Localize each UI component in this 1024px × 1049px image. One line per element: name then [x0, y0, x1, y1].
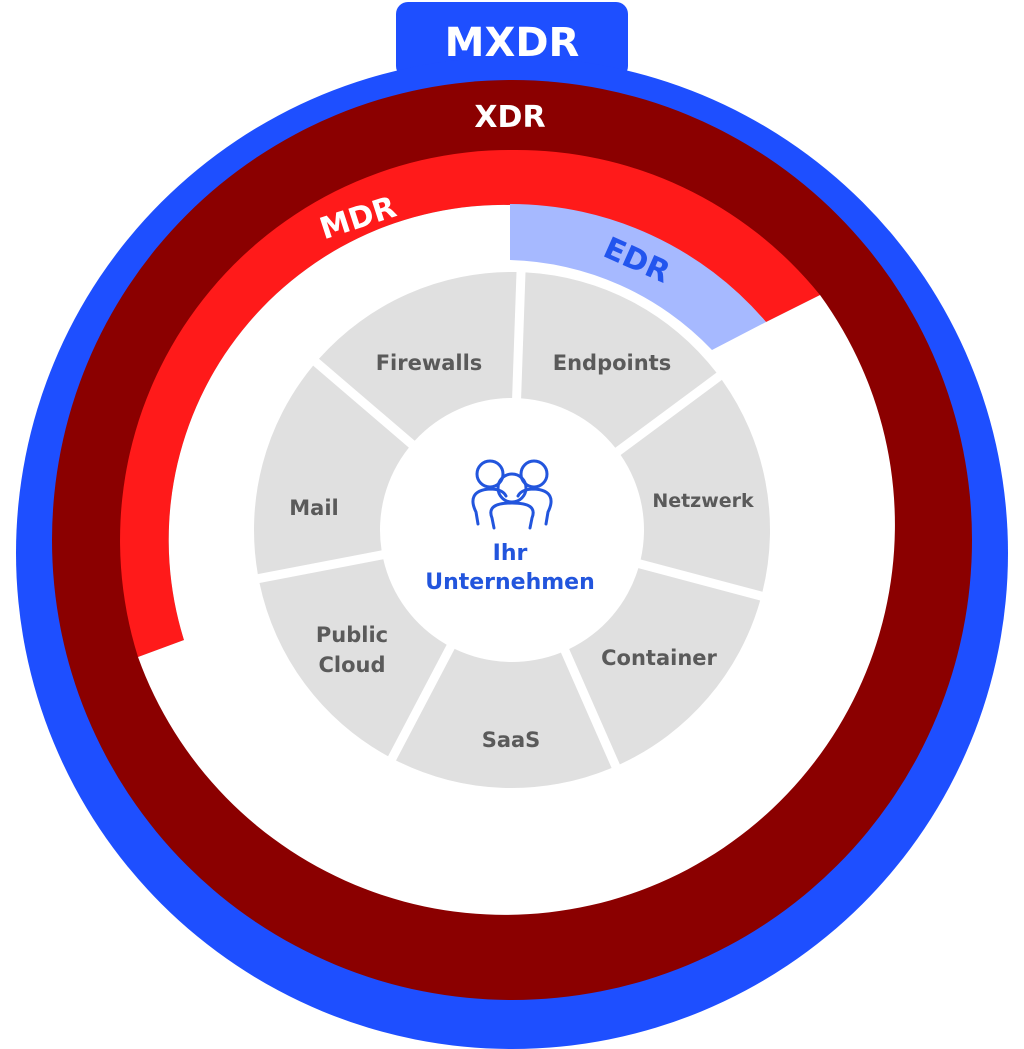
segment-firewalls [318, 272, 517, 441]
mdr-band [120, 149, 820, 658]
segment-saas [396, 648, 612, 788]
edr-band [510, 203, 766, 350]
xdr-label: XDR [474, 100, 545, 135]
segment-label-firewalls: Firewalls [376, 351, 483, 375]
segment-label-mail: Mail [289, 496, 338, 520]
mxdr-label: MXDR [445, 20, 580, 66]
segment-label-container: Container [601, 646, 717, 670]
center-label-line2: Unternehmen [425, 570, 595, 595]
segment-label-saas: SaaS [482, 728, 541, 752]
center-label-line1: Ihr [493, 541, 528, 566]
segment-endpoints [521, 272, 717, 448]
segment-label-netzwerk: Netzwerk [652, 490, 754, 512]
segment-mail [254, 365, 409, 575]
segment-public-cloud [259, 559, 447, 757]
segment-netzwerk [620, 379, 770, 592]
segment-label-endpoints: Endpoints [553, 351, 671, 375]
segment-container [569, 568, 761, 765]
users-icon [471, 459, 553, 530]
center-circle [384, 402, 640, 658]
mxdr-tab [396, 2, 628, 78]
